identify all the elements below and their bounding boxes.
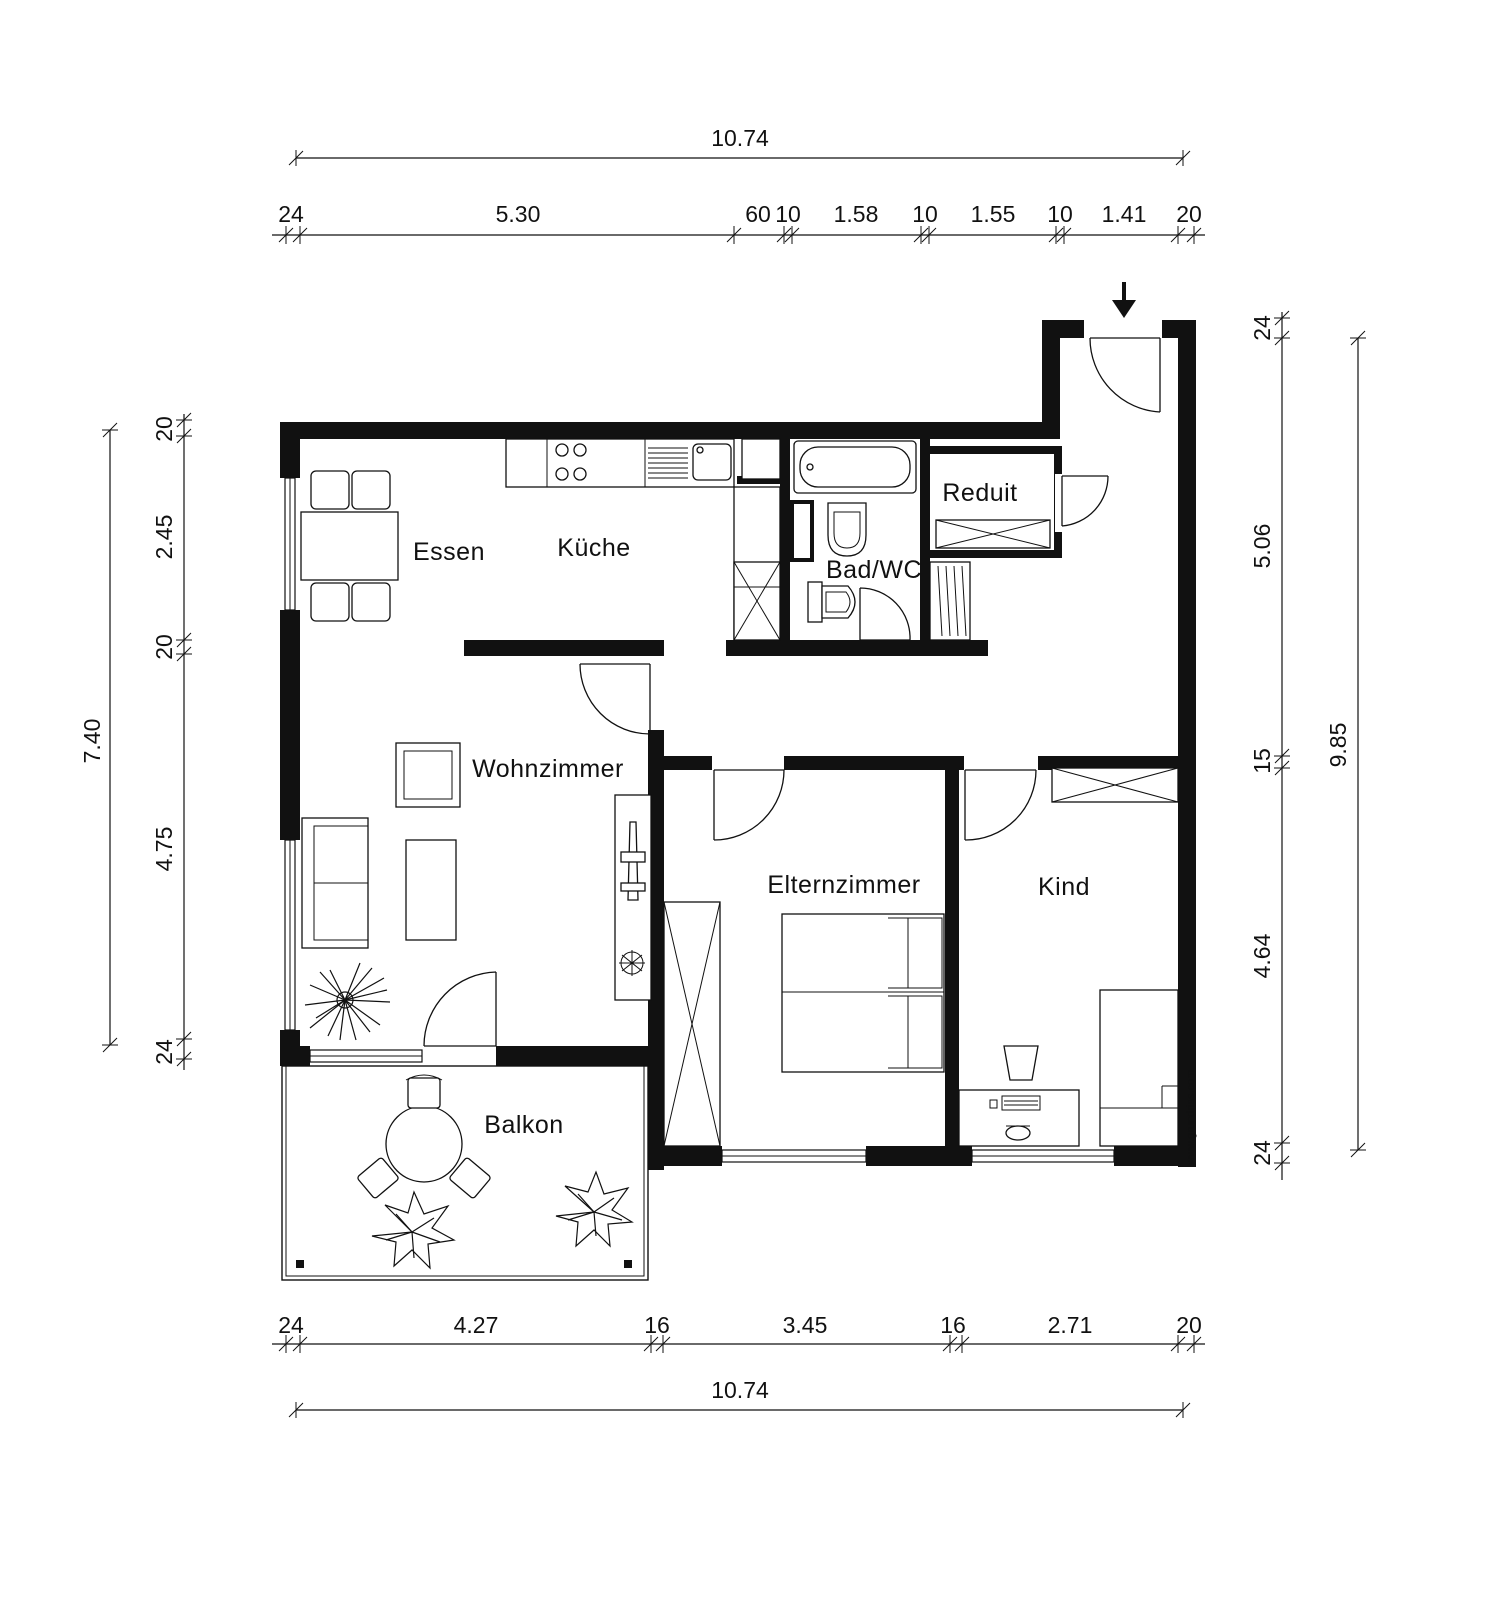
dim-top-segment: 10 — [1047, 201, 1073, 227]
dim-top-segment: 10 — [775, 201, 801, 227]
dim-top-segment: 60 — [745, 201, 771, 227]
dim-left-segment: 2.45 — [151, 515, 177, 560]
kids-room-furniture — [958, 767, 1179, 1147]
room-labels: Essen Küche Bad/WC Reduit Wohnzimmer Elt… — [413, 479, 1090, 1139]
dimension-lines — [102, 150, 1366, 1418]
kitchen-counter — [505, 438, 781, 641]
dim-left-segment: 20 — [151, 416, 177, 442]
dim-right-segment: 24 — [1249, 1140, 1275, 1166]
balcony — [281, 1065, 649, 1281]
dim-left-segment: 20 — [151, 634, 177, 660]
room-label-elternzimmer: Elternzimmer — [767, 871, 920, 899]
room-label-balkon: Balkon — [484, 1111, 563, 1139]
dim-right-segment: 15 — [1249, 748, 1275, 774]
plant-icon — [371, 1170, 634, 1270]
dim-top-segment: 10 — [912, 201, 938, 227]
room-label-kueche: Küche — [557, 534, 630, 562]
dim-right-total: 9.85 — [1325, 723, 1351, 768]
bedroom-furniture — [663, 901, 945, 1147]
dim-bottom-segment: 16 — [644, 1312, 670, 1338]
dimension-labels: 10.74 24 5.30 60 10 1.58 10 1.55 10 1.41… — [79, 125, 1351, 1403]
walls — [280, 320, 1196, 1170]
room-label-essen: Essen — [413, 538, 485, 566]
dim-right-segment: 4.64 — [1249, 933, 1275, 978]
living-room-furniture — [301, 742, 652, 1041]
doors — [423, 337, 1161, 1047]
room-label-kind: Kind — [1038, 873, 1090, 901]
room-label-reduit: Reduit — [942, 479, 1017, 507]
entrance-arrow-icon — [1112, 282, 1136, 318]
watermark: www.grundriss.com — [1185, 1070, 1197, 1166]
dining-table — [300, 470, 399, 622]
dim-bottom-segment: 16 — [940, 1312, 966, 1338]
room-label-bad: Bad/WC — [826, 556, 922, 584]
plant-icon — [304, 962, 391, 1041]
bathroom-fixtures — [793, 440, 971, 641]
dim-right-segment: 24 — [1249, 315, 1275, 341]
dim-bottom-segment: 20 — [1176, 1312, 1202, 1338]
dim-top-segment: 20 — [1176, 201, 1202, 227]
dim-bottom-segment: 3.45 — [783, 1312, 828, 1338]
dim-top-segment: 24 — [278, 201, 304, 227]
dim-top-segment: 1.58 — [834, 201, 879, 227]
dim-top-segment: 5.30 — [496, 201, 541, 227]
dim-top-segment: 1.41 — [1102, 201, 1147, 227]
dim-top-segment: 1.55 — [971, 201, 1016, 227]
dim-bottom-segment: 2.71 — [1048, 1312, 1093, 1338]
dim-left-segment: 24 — [151, 1039, 177, 1065]
dim-left-segment: 4.75 — [151, 827, 177, 872]
dim-left-total: 7.40 — [79, 719, 105, 764]
dim-bottom-segment: 4.27 — [454, 1312, 499, 1338]
room-label-wohnzimmer: Wohnzimmer — [472, 755, 624, 783]
dim-bottom-segment: 24 — [278, 1312, 304, 1338]
dim-bottom-total: 10.74 — [711, 1377, 769, 1403]
dim-right-segment: 5.06 — [1249, 524, 1275, 569]
dim-top-total: 10.74 — [711, 125, 769, 151]
reduit-cabinet — [935, 519, 1051, 549]
